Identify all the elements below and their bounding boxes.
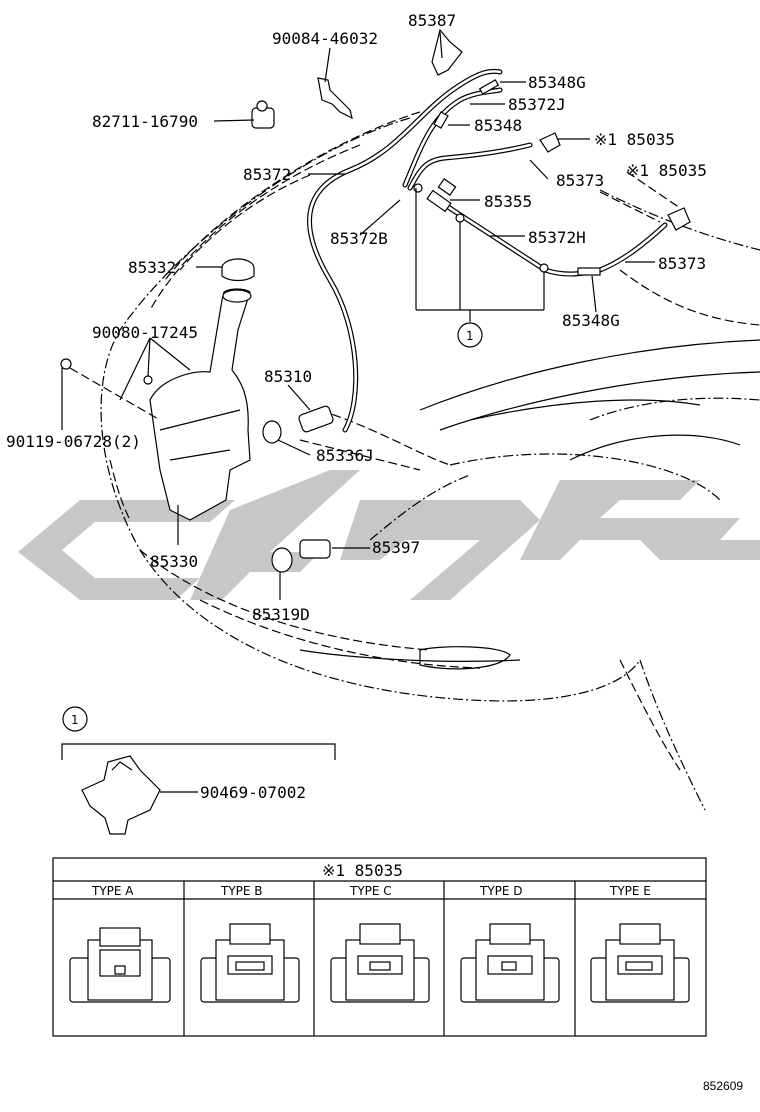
callout-90119-06728: 90119-06728(2) (6, 432, 141, 451)
grommet-85319D-shape (271, 547, 293, 573)
washer-hoses (307, 68, 668, 433)
type-d-connector-icon (460, 923, 560, 1003)
callout-85372J: 85372J (508, 95, 566, 114)
type-b-connector-icon (200, 923, 300, 1003)
clip-90080-shape (143, 375, 153, 385)
callout-85035-a: ※1 85035 (594, 130, 675, 149)
joint-85348G-top-shape (478, 79, 500, 95)
nozzle-85387-shape (431, 28, 463, 76)
type-c-connector-icon (330, 923, 430, 1003)
callout-85373-a: 85373 (556, 171, 604, 190)
callout-85373-b: 85373 (658, 254, 706, 273)
ref-marker-1-top: 1 (457, 322, 483, 348)
type-e-connector-icon (590, 923, 690, 1003)
figure-id: 852609 (703, 1079, 743, 1093)
callout-85372B: 85372B (330, 229, 388, 248)
callout-85319D: 85319D (252, 605, 310, 624)
pump-85310-shape (298, 405, 334, 433)
ref-marker-1-inset: 1 (71, 713, 79, 727)
joint-85355-shape (426, 189, 452, 213)
table-title: ※1 85035 (322, 861, 403, 880)
type-d-label: TYPE D (479, 884, 523, 898)
callout-85348G-bottom: 85348G (562, 311, 620, 330)
sensor-85397-shape (299, 539, 331, 559)
callout-85035-b: ※1 85035 (626, 161, 707, 180)
svg-text:1: 1 (466, 329, 474, 343)
washer-jar-85330-shape (149, 288, 251, 521)
joint-85348-shape (433, 111, 449, 129)
callout-85310: 85310 (264, 367, 312, 386)
callout-82711-16790: 82711-16790 (92, 112, 198, 131)
callout-90084-46032: 90084-46032 (272, 29, 378, 48)
clip-90084-shape (317, 77, 353, 120)
callout-85348G-top: 85348G (528, 73, 586, 92)
callout-85372: 85372 (243, 165, 291, 184)
callout-85355: 85355 (484, 192, 532, 211)
nozzle-type-table: ※1 85035 TYPE A TYPE B TYPE C TYPE D TYP… (52, 857, 707, 1037)
callout-90469-07002: 90469-07002 (200, 783, 306, 802)
joint-85348G-bottom-shape (577, 267, 601, 276)
inset-detail-1: 1 90469-07002 (61, 706, 336, 835)
callout-85387: 85387 (408, 11, 456, 30)
grommet-85336J-shape (262, 420, 282, 444)
callout-85397: 85397 (372, 538, 420, 557)
nozzle-85035-a-shape (539, 132, 561, 153)
callout-90080-17245: 90080-17245 (92, 323, 198, 342)
callout-85348: 85348 (474, 116, 522, 135)
part-shapes (60, 28, 691, 573)
type-b-label: TYPE B (220, 884, 263, 898)
callout-85372H: 85372H (528, 228, 586, 247)
callout-85332: 85332 (128, 258, 176, 277)
watermark-logo (18, 470, 760, 600)
type-a-connector-icon (69, 927, 171, 1003)
part-callouts: 85387 90084-46032 85348G 85372J 82711-16… (6, 11, 707, 624)
nozzle-85035-b-shape (667, 207, 691, 231)
clip-90469-shape (81, 755, 161, 835)
callout-85330: 85330 (150, 552, 198, 571)
leader-lines (61, 31, 681, 793)
callout-85336J: 85336J (316, 446, 374, 465)
type-a-label: TYPE A (91, 884, 134, 898)
type-e-label: TYPE E (609, 884, 651, 898)
type-c-label: TYPE C (349, 884, 392, 898)
vehicle-body-outline (100, 111, 760, 811)
bolt-90119-shape (60, 358, 72, 370)
